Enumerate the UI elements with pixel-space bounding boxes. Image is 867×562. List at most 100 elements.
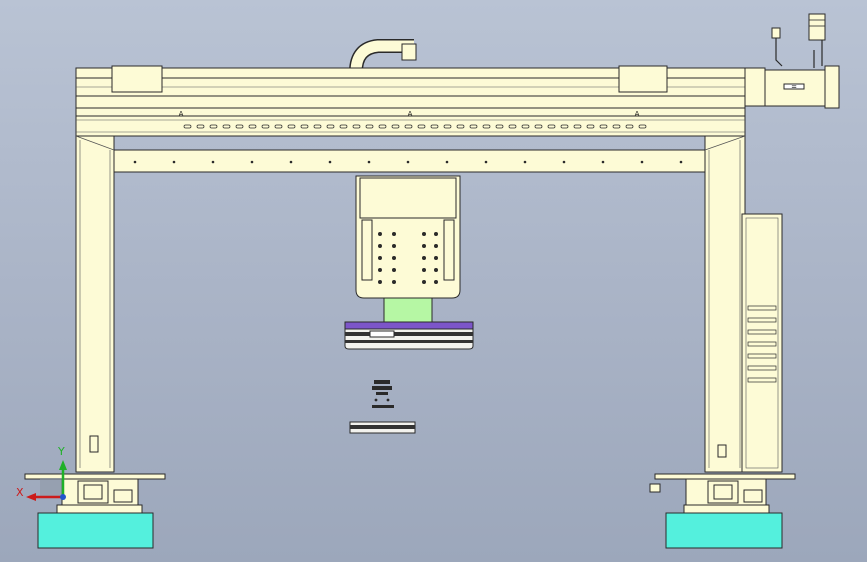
carriage-hole xyxy=(422,268,426,272)
crossbeam-hole xyxy=(250,160,254,164)
carriage-hole xyxy=(434,256,438,260)
rail-slot xyxy=(391,124,400,129)
rail-slot xyxy=(586,124,595,129)
carriage-hole xyxy=(434,280,438,284)
rail-slot xyxy=(378,124,387,129)
rail-slot xyxy=(222,124,231,129)
rail-slot xyxy=(456,124,465,129)
top-beam xyxy=(75,67,746,137)
carriage-holes xyxy=(378,232,438,284)
carriage-hole xyxy=(378,256,382,260)
crossbeam-hole xyxy=(367,160,371,164)
rail-slot xyxy=(443,124,452,129)
carriage-hole xyxy=(378,244,382,248)
carriage-hole xyxy=(434,244,438,248)
floating-fixture xyxy=(372,380,394,408)
side-cabinet xyxy=(741,213,783,473)
rail-slot xyxy=(235,124,244,129)
crossbeam-hole xyxy=(445,160,449,164)
left-column xyxy=(75,135,115,473)
z-axis-carriage xyxy=(355,175,461,299)
rail-slot xyxy=(274,124,283,129)
crossbeam-hole xyxy=(211,160,215,164)
rail-slot xyxy=(326,124,335,129)
crossbeam-hole xyxy=(601,160,605,164)
rail-slot xyxy=(261,124,270,129)
carriage-hole xyxy=(378,268,382,272)
crossbeam-hole xyxy=(172,160,176,164)
x-axis-label: X xyxy=(16,486,24,499)
rail-mark-1: A xyxy=(179,110,184,118)
rail-slot xyxy=(612,124,621,129)
carriage-hole xyxy=(392,256,396,260)
cabinet-vent xyxy=(747,305,777,311)
rail-slot xyxy=(404,124,413,129)
cabinet-vent xyxy=(747,365,777,371)
rail-slot xyxy=(534,124,543,129)
carriage-hole xyxy=(434,268,438,272)
y-axis-label: Y xyxy=(57,445,65,458)
cabinet-vent xyxy=(747,329,777,335)
carriage-hole xyxy=(434,232,438,236)
crossbeam-hole xyxy=(523,160,527,164)
rail-mark-2: A xyxy=(408,110,413,118)
end-effector-plate xyxy=(344,321,474,350)
crossbeam-hole xyxy=(640,160,644,164)
carriage-hole xyxy=(392,268,396,272)
crossbeam-hole xyxy=(562,160,566,164)
right-foot xyxy=(649,473,796,549)
lower-fixture-bar xyxy=(349,421,416,434)
rail-slot xyxy=(196,124,205,129)
rail-slot xyxy=(482,124,491,129)
crossbeam-hole xyxy=(406,160,410,164)
rail-slot xyxy=(625,124,634,129)
rail-slot xyxy=(248,124,257,129)
rail-slot xyxy=(521,124,530,129)
rail-slot xyxy=(573,124,582,129)
crossbeam-hole xyxy=(679,160,683,164)
rail-slot xyxy=(313,124,322,129)
right-column xyxy=(704,135,746,473)
carriage-left xyxy=(111,65,163,93)
crossbeam-hole xyxy=(133,160,137,164)
rail-slot xyxy=(209,124,218,129)
cabinet-vent xyxy=(747,377,777,383)
rail-slot xyxy=(183,124,192,129)
carriage-hole xyxy=(422,280,426,284)
rail-slot xyxy=(560,124,569,129)
gripper-block xyxy=(383,297,433,323)
crossbeam-hole-row xyxy=(133,160,683,164)
carriage-hole xyxy=(422,232,426,236)
rail-mark-3: A xyxy=(635,110,640,118)
rail-slot-row xyxy=(183,124,647,129)
rail-slot xyxy=(417,124,426,129)
carriage-hole xyxy=(378,280,382,284)
rail-slot xyxy=(339,124,348,129)
rail-slot xyxy=(430,124,439,129)
crossbeam-hole xyxy=(328,160,332,164)
motor-label: = xyxy=(791,83,797,91)
axis-triad: Y X xyxy=(16,445,67,501)
carriage-hole xyxy=(422,244,426,248)
cabinet-vents xyxy=(747,305,777,383)
cabinet-vent xyxy=(747,317,777,323)
rail-slot xyxy=(547,124,556,129)
left-foot xyxy=(24,473,166,549)
rail-slot xyxy=(508,124,517,129)
carriage-hole xyxy=(422,256,426,260)
carriage-hole xyxy=(392,244,396,248)
cabinet-vent xyxy=(747,353,777,359)
rail-slot xyxy=(287,124,296,129)
rail-slot xyxy=(352,124,361,129)
carriage-right xyxy=(618,65,668,93)
rail-slot xyxy=(599,124,608,129)
rail-slot xyxy=(469,124,478,129)
servo-motor: = xyxy=(744,13,840,109)
left-base-block xyxy=(37,512,154,549)
crossbeam-hole xyxy=(289,160,293,164)
rail-slot xyxy=(638,124,647,129)
right-base-block xyxy=(665,512,783,549)
rail-slot xyxy=(495,124,504,129)
